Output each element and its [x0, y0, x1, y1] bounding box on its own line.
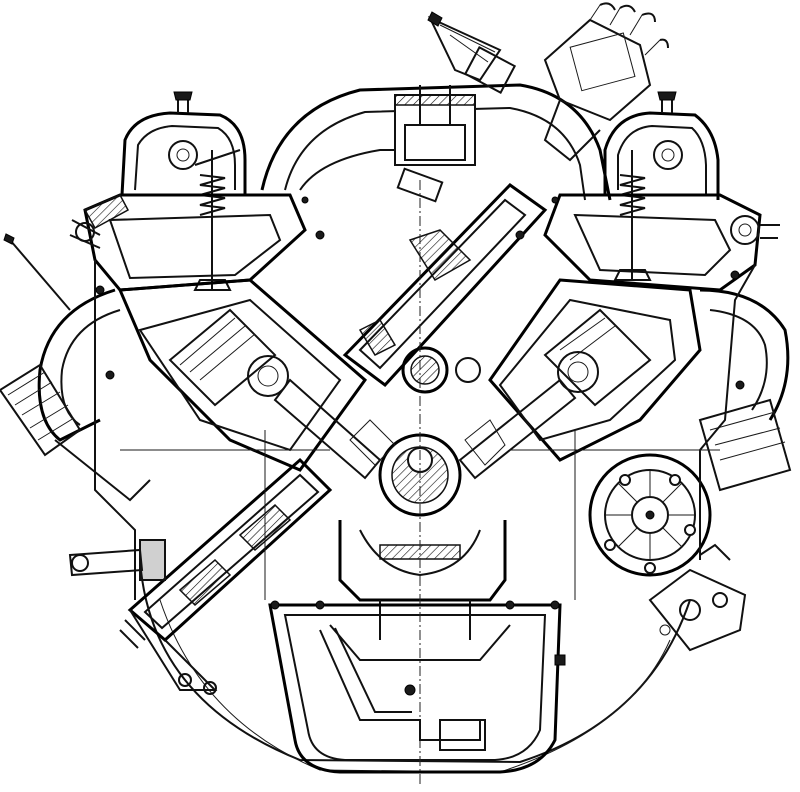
- left-piston: [168, 308, 277, 407]
- main-bearing-block: [338, 520, 507, 640]
- right-rocker-shaft: [653, 140, 683, 170]
- fuel-pump: [648, 543, 747, 652]
- left-cylinder-bank: [117, 278, 368, 472]
- dipstick-icon: [9, 239, 71, 311]
- right-exhaust-manifold: [698, 288, 792, 492]
- intake-manifold: [260, 83, 612, 201]
- right-piston: [543, 308, 652, 407]
- right-piston-pin: [557, 351, 599, 393]
- oil-pan: [268, 180, 562, 785]
- manifold-riser: [394, 94, 476, 166]
- camshaft-journal: [401, 346, 449, 394]
- carburetor-icon: [427, 15, 502, 82]
- distributor: [543, 2, 669, 162]
- left-fitting: [68, 539, 166, 581]
- flywheel-outline: [139, 559, 691, 773]
- left-rocker-shaft: [168, 140, 198, 170]
- carburetor: [427, 11, 517, 94]
- oil-pump-assembly: [119, 457, 333, 695]
- bolt-heads: [95, 196, 745, 390]
- left-rocker-cover: [120, 91, 247, 291]
- upper-connecting-rod: [342, 167, 548, 388]
- left-exhaust-manifold: [0, 288, 151, 502]
- engine-block-outline: [94, 260, 756, 600]
- alternator-icon: [588, 453, 712, 577]
- distributor-icon: [543, 18, 652, 122]
- lower-connecting-rods: [273, 378, 577, 480]
- oil-pump-icon: [127, 457, 333, 643]
- fuel-pump-icon: [648, 568, 747, 652]
- right-cylinder-bank: [488, 278, 702, 462]
- right-rocker-cover: [603, 91, 720, 281]
- alternator: [588, 453, 712, 577]
- exhaust-pipe: [0, 363, 82, 457]
- left-cylinder-head: [69, 193, 307, 292]
- oil-dipstick: [3, 233, 71, 311]
- oil-pan-bolts: [270, 600, 566, 666]
- right-cylinder-head: [543, 193, 780, 292]
- left-piston-pin: [247, 355, 289, 397]
